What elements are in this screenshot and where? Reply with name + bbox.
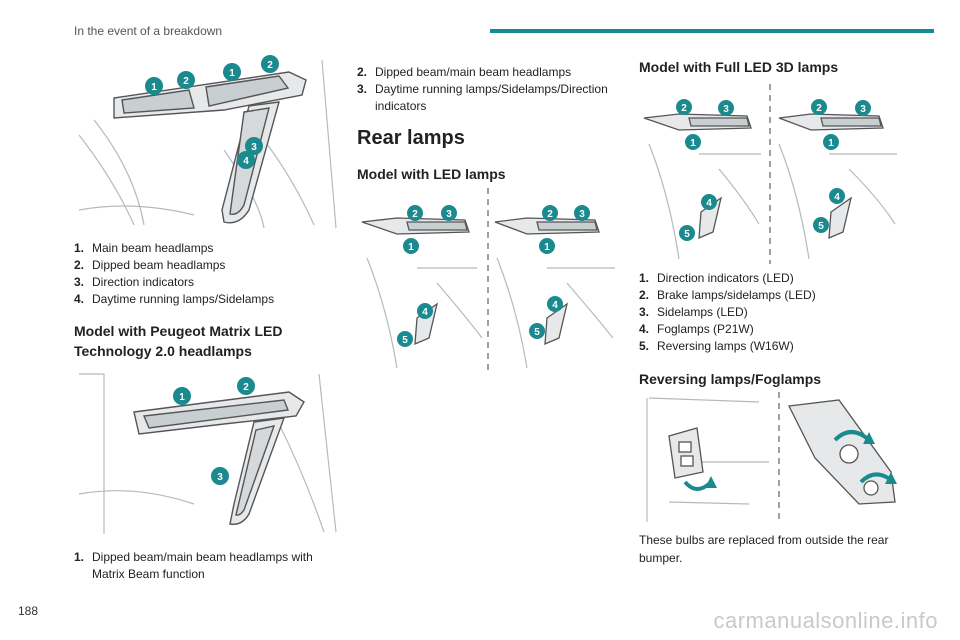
callout-badge: 3: [723, 104, 729, 115]
heading-full-led-3d: Model with Full LED 3D lamps: [639, 59, 839, 75]
watermark: carmanualsonline.info: [713, 608, 938, 633]
callout-badge: 1: [229, 68, 235, 79]
list-item: 4.Foglamps (P21W): [639, 322, 754, 336]
heading-led-lamps: Model with LED lamps: [357, 166, 506, 182]
list-item: 1.Dipped beam/main beam headlamps with M…: [74, 550, 313, 581]
matrix-headlamp-illustration: 1 2 3: [78, 373, 337, 534]
callout-badge: 5: [818, 221, 824, 232]
front-lamps-legend: 1.Main beam headlamps 2.Dipped beam head…: [74, 240, 342, 308]
full-led-lamps-legend: 1.Direction indicators (LED) 2.Brake lam…: [639, 270, 909, 355]
bulb-replacement-note: These bulbs are replaced from outside th…: [639, 533, 889, 565]
header-accent-bar: [490, 29, 934, 33]
callout-badge: 2: [681, 103, 687, 114]
callout-badge: 1: [690, 138, 696, 149]
list-item: 2.Brake lamps/sidelamps (LED): [639, 288, 816, 302]
matrix-lamps-legend: 1.Dipped beam/main beam headlamps with M…: [74, 549, 342, 583]
list-item: 3.Direction indicators: [74, 275, 195, 289]
callout-badge: 4: [243, 156, 249, 167]
callout-badge: 4: [422, 307, 428, 318]
callout-badge: 3: [251, 142, 257, 153]
callout-badge: 3: [217, 472, 223, 483]
front-lamps-legend-continued: 2.Dipped beam/main beam headlamps 3.Dayt…: [357, 64, 617, 115]
callout-badge: 2: [267, 60, 273, 71]
callout-badge: 1: [151, 82, 157, 93]
heading-rear-lamps: Rear lamps: [357, 127, 465, 149]
callout-badge: 3: [446, 209, 452, 220]
section-title: In the event of a breakdown: [74, 24, 223, 38]
list-item: 1.Direction indicators (LED): [639, 271, 794, 285]
list-item: 2.Dipped beam/main beam headlamps: [357, 65, 572, 79]
heading-reversing-foglamps: Reversing lamps/Foglamps: [639, 371, 822, 387]
callout-badge: 2: [183, 76, 189, 87]
callout-badge: 4: [552, 300, 558, 311]
heading-matrix-led: Model with Peugeot Matrix LED Technology…: [74, 323, 283, 359]
list-item: 3.Sidelamps (LED): [639, 305, 748, 319]
callout-badge: 3: [860, 104, 866, 115]
list-item: 4.Daytime running lamps/Sidelamps: [74, 292, 275, 306]
callout-badge: 1: [408, 242, 414, 253]
callout-badge: 1: [544, 242, 550, 253]
rear-led-lamps-illustration: 2 3 1 4 5 2 3 1 4 5: [361, 188, 615, 374]
callout-badge: 2: [816, 103, 822, 114]
callout-badge: 1: [179, 392, 185, 403]
list-item: 2.Dipped beam headlamps: [74, 258, 226, 272]
callout-badge: 5: [534, 327, 540, 338]
rear-full-led-lamps-illustration: 2 3 1 4 5 2 3 1 4 5: [643, 84, 897, 264]
callout-badge: 5: [684, 229, 690, 240]
front-headlamp-illustration: 1 2 1 2 3 4: [78, 55, 337, 229]
list-item: 3.Daytime running lamps/Sidelamps/Direct…: [357, 82, 608, 113]
bulb-replacement-illustration: [646, 392, 897, 522]
callout-badge: 2: [243, 382, 249, 393]
callout-badge: 2: [412, 209, 418, 220]
callout-badge: 2: [547, 209, 553, 220]
list-item: 5.Reversing lamps (W16W): [639, 339, 794, 353]
callout-badge: 4: [706, 198, 712, 209]
callout-badge: 3: [579, 209, 585, 220]
list-item: 1.Main beam headlamps: [74, 241, 214, 255]
callout-badge: 5: [402, 335, 408, 346]
callout-badge: 4: [834, 192, 840, 203]
page-number: 188: [18, 604, 39, 618]
callout-badge: 1: [828, 138, 834, 149]
